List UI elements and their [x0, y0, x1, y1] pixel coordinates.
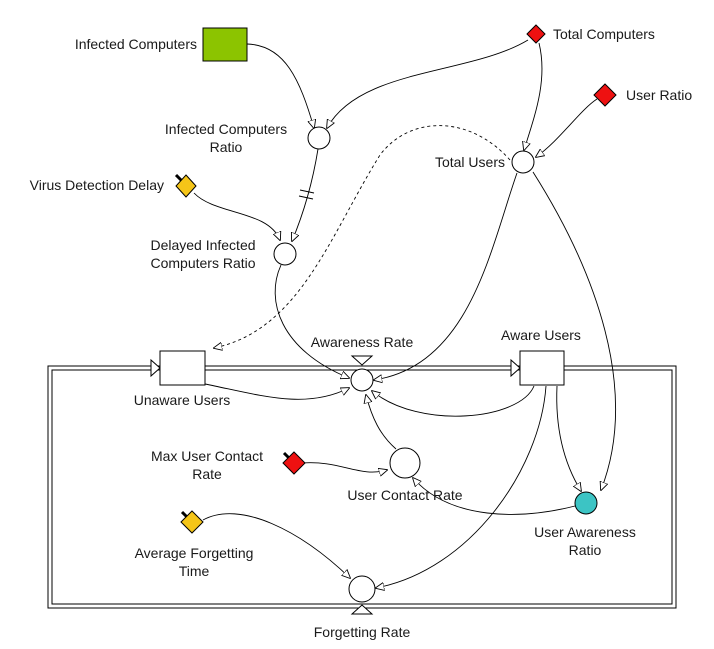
- label-max-contact-line2: Rate: [192, 466, 222, 482]
- label-unaware-users: Unaware Users: [134, 392, 230, 408]
- infected-computers-ratio-aux[interactable]: [307, 126, 331, 150]
- label-user-awareness-line2: Ratio: [569, 542, 602, 558]
- awareness-flow-pipe: [150, 355, 521, 378]
- user-awareness-ratio-aux[interactable]: [574, 491, 598, 515]
- label-avg-forgetting-line1: Average Forgetting: [135, 545, 254, 561]
- flow-arrowhead-into-aware: [510, 358, 521, 378]
- label-user-awareness-line1: User Awareness: [534, 524, 636, 540]
- user-contact-rate-aux[interactable]: [389, 447, 421, 479]
- label-delayed-ratio-line1: Delayed Infected: [150, 237, 255, 253]
- connectors: [193, 39, 617, 588]
- link-maxcontact-to-contact: [301, 462, 387, 472]
- link-aware-to-forgetting: [376, 385, 547, 588]
- link-delay-to-delayed: [193, 192, 280, 240]
- delay-mark-1: [299, 189, 315, 194]
- label-aware-users: Aware Users: [501, 327, 581, 343]
- label-forgetting-rate: Forgetting Rate: [314, 624, 411, 640]
- forgetting-rate-aux[interactable]: [348, 575, 376, 603]
- link-aware-to-awareness: [372, 385, 535, 417]
- link-unaware-to-awareness: [204, 383, 349, 400]
- max-user-contact-rate-constant[interactable]: [282, 451, 306, 475]
- virus-detection-delay-constant[interactable]: [174, 173, 197, 198]
- delayed-infected-ratio-aux[interactable]: [273, 242, 297, 266]
- unaware-users-stock[interactable]: [159, 350, 206, 386]
- link-awarenessratio-to-contact: [413, 478, 576, 515]
- link-infected-to-ratio: [246, 43, 314, 128]
- label-max-contact-line1: Max User Contact: [151, 448, 263, 464]
- link-users-to-awarenessratio: [532, 171, 617, 490]
- link-aware-to-awarenessratio: [556, 385, 581, 491]
- label-infected-ratio-line1: Infected Computers: [165, 121, 287, 137]
- label-user-contact-rate: User Contact Rate: [347, 487, 462, 503]
- link-contact-to-awareness: [366, 395, 397, 450]
- infected-computers-stock[interactable]: [202, 27, 248, 62]
- label-avg-forgetting-line2: Time: [179, 563, 210, 579]
- delay-mark-2: [298, 195, 314, 200]
- label-delayed-ratio-line2: Computers Ratio: [150, 255, 255, 271]
- total-computers-constant[interactable]: [526, 24, 546, 44]
- label-awareness-rate: Awareness Rate: [311, 334, 414, 350]
- link-avgforget-to-forgetting: [202, 513, 350, 578]
- label-infected-ratio-line2: Ratio: [210, 139, 243, 155]
- average-forgetting-time-constant[interactable]: [180, 510, 204, 534]
- awareness-rate-aux[interactable]: [350, 368, 374, 392]
- user-ratio-constant[interactable]: [593, 83, 617, 107]
- total-users-aux[interactable]: [511, 150, 535, 174]
- link-totalcomp-to-ratio: [327, 39, 529, 128]
- link-userratio-to-users: [536, 98, 598, 157]
- label-user-ratio: User Ratio: [626, 87, 692, 103]
- aware-users-stock[interactable]: [519, 350, 565, 386]
- forgetting-rate-valve[interactable]: [350, 604, 374, 615]
- label-total-computers: Total Computers: [553, 26, 655, 42]
- awareness-rate-valve[interactable]: [350, 355, 374, 366]
- link-delayed-to-awareness: [274, 264, 349, 378]
- flow-arrowhead-into-unaware: [150, 358, 161, 378]
- link-ratio-to-delayed: [292, 148, 319, 241]
- label-virus-detection-delay: Virus Detection Delay: [30, 177, 164, 193]
- link-totalcomp-to-users: [524, 42, 543, 150]
- link-users-to-awareness: [374, 172, 518, 380]
- link-users-to-unaware-initial: [214, 125, 511, 348]
- label-total-users: Total Users: [435, 154, 505, 170]
- label-infected-computers: Infected Computers: [75, 36, 197, 52]
